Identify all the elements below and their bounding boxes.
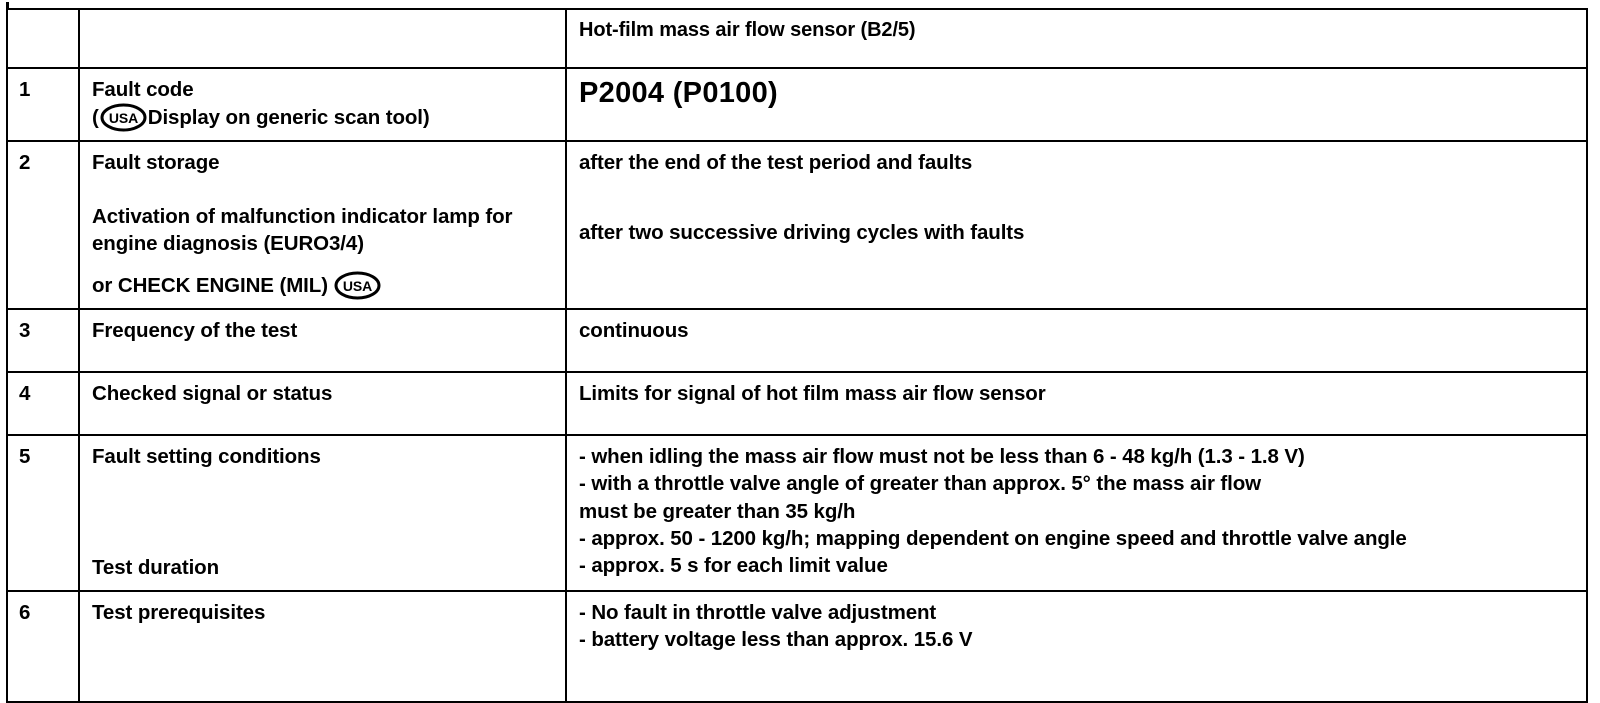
value-line: continuous <box>579 319 689 342</box>
row-number: 1 <box>19 78 31 101</box>
row-number-cell-3: 3 <box>6 308 80 373</box>
usa-icon: USA <box>334 271 381 300</box>
value-gap <box>579 177 1576 219</box>
row-number-cell-6: 6 <box>6 589 80 703</box>
svg-text:USA: USA <box>343 278 372 294</box>
scan-tool-text: Display on generic scan tool) <box>147 106 430 130</box>
header-cell-value: Hot-film mass air flow sensor (B2/5) <box>565 8 1588 69</box>
row-value-cell-prerequisites: - No fault in throttle valve adjustment … <box>565 589 1588 703</box>
row-number: 6 <box>19 600 31 624</box>
header-cell-label <box>78 8 567 69</box>
fault-code-value: P2004 (P0100) <box>579 77 778 109</box>
row-value-block: after the end of the test period and fau… <box>567 142 1586 254</box>
usa-icon: USA <box>100 103 147 132</box>
header-cell-number <box>6 8 80 69</box>
row-label-cell-checked-signal: Checked signal or status <box>78 371 567 436</box>
value-line: - No fault in throttle valve adjustment <box>579 600 937 624</box>
label-gap <box>92 257 555 271</box>
label-gap <box>92 177 555 203</box>
row-number-cell-5: 5 <box>6 434 80 592</box>
row-number: 2 <box>19 151 31 175</box>
label-gap <box>92 470 555 528</box>
row-label-cell-fault-storage: Fault storage Activation of malfunction … <box>78 140 567 310</box>
row-value-cell-fault-storage: after the end of the test period and fau… <box>565 140 1588 310</box>
label-line-bold: Fault setting conditions <box>92 445 321 468</box>
table-row: 1 Fault code ( USA <box>6 66 1588 143</box>
label-line: Frequency of the test <box>92 319 298 342</box>
document-page: Hot-film mass air flow sensor (B2/5) 1 F… <box>6 2 1588 703</box>
row-label-cell-fault-setting: Fault setting conditions Test duration <box>78 434 567 592</box>
row-number-cell-2: 2 <box>6 140 80 310</box>
label-line: Test duration <box>92 556 220 580</box>
table-row: 3 Frequency of the test continuous <box>6 308 1588 373</box>
value-line: after two successive driving cycles with… <box>579 220 1025 244</box>
row-label-cell-prerequisites: Test prerequisites <box>78 589 567 703</box>
value-line: Limits for signal of hot film mass air f… <box>579 382 1046 405</box>
row-number: 4 <box>19 382 31 405</box>
row-value-cell-fault-code: P2004 (P0100) <box>565 66 1588 143</box>
scan-tool-note-line: ( USA Display on generic scan tool) <box>92 103 555 132</box>
row-label-block: Fault storage Activation of malfunction … <box>80 142 565 308</box>
value-line: - approx. 5 s for each limit value <box>579 554 888 577</box>
label-line: Activation of malfunction indicator lamp… <box>92 204 513 228</box>
table-row: 4 Checked signal or status Limits for si… <box>6 371 1588 436</box>
label-line: Checked signal or status <box>92 382 333 405</box>
row-value-cell-checked-signal: Limits for signal of hot film mass air f… <box>565 371 1588 436</box>
label-line: Fault storage <box>92 151 220 175</box>
table-row: 5 Fault setting conditions Test duration… <box>6 434 1588 592</box>
corner-tick-mark <box>6 2 9 10</box>
row-value-cell-frequency: continuous <box>565 308 1588 373</box>
row-number-cell-4: 4 <box>6 371 80 436</box>
value-line: - with a throttle valve angle of greater… <box>579 472 1262 496</box>
label-gap <box>92 528 555 554</box>
svg-text:USA: USA <box>109 110 138 126</box>
header-label-empty <box>80 10 565 67</box>
row-label-block: Fault setting conditions Test duration <box>80 436 565 590</box>
diagnostic-spec-table: Hot-film mass air flow sensor (B2/5) 1 F… <box>6 8 1588 703</box>
value-line: must be greater than 35 kg/h <box>579 499 856 523</box>
row-number: 5 <box>19 445 31 468</box>
row-number: 3 <box>19 319 31 342</box>
row-label-block: Fault code ( USA Display on generic scan… <box>80 69 565 140</box>
row-value-cell-fault-setting: - when idling the mass air flow must not… <box>565 434 1588 592</box>
value-line: - when idling the mass air flow must not… <box>579 445 1305 468</box>
table-row: 2 Fault storage Activation of malfunctio… <box>6 140 1588 310</box>
table-header-row: Hot-film mass air flow sensor (B2/5) <box>6 8 1588 69</box>
header-number-empty <box>8 10 78 67</box>
label-line: Fault code <box>92 78 194 101</box>
row-value-block: - when idling the mass air flow must not… <box>567 436 1586 587</box>
value-line: after the end of the test period and fau… <box>579 151 973 175</box>
check-engine-mil-line: or CHECK ENGINE (MIL) USA <box>92 271 555 300</box>
table-row: 6 Test prerequisites - No fault in throt… <box>6 589 1588 703</box>
label-line: or CHECK ENGINE (MIL) <box>92 273 328 297</box>
row-label-cell-frequency: Frequency of the test <box>78 308 567 373</box>
value-line: - battery voltage less than approx. 15.6… <box>579 627 973 651</box>
label-line: engine diagnosis (EURO3/4) <box>92 231 364 255</box>
row-label-cell-fault-code: Fault code ( USA Display on generic scan… <box>78 66 567 143</box>
row-number-cell-1: 1 <box>6 66 80 143</box>
component-title: Hot-film mass air flow sensor (B2/5) <box>579 19 916 41</box>
open-paren: ( <box>92 106 99 130</box>
row-value-block: P2004 (P0100) <box>567 69 1586 119</box>
value-line: - approx. 50 - 1200 kg/h; mapping depend… <box>579 526 1407 550</box>
row-value-block: - No fault in throttle valve adjustment … <box>567 592 1586 701</box>
label-line: Test prerequisites <box>92 600 266 624</box>
